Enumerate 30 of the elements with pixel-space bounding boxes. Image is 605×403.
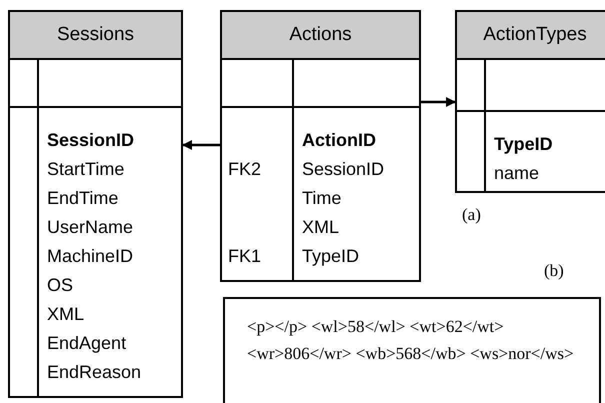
field-name: SessionID	[302, 158, 384, 181]
field-name: UserName	[47, 216, 134, 239]
key-label: FK2	[228, 158, 262, 181]
key-label: FK1	[228, 245, 262, 268]
table-box	[455, 10, 605, 193]
xml-text: <p></p> <wl>58</wl> <wt>62</wt> <wr>806</wr> <wb>568</wb> <ws>nor</ws>	[247, 316, 575, 365]
table-name: Actions	[289, 22, 352, 47]
field-name: XML	[47, 303, 84, 326]
table-box	[8, 10, 183, 398]
field-name: Time	[302, 187, 342, 210]
field-name: EndAgent	[47, 332, 126, 355]
field-name: TypeID	[302, 245, 360, 268]
field-name: TypeID	[494, 133, 553, 156]
field-name: SessionID	[47, 129, 134, 152]
text-box	[223, 297, 601, 403]
field-name: EndTime	[47, 187, 118, 210]
field-name: ActionID	[302, 129, 376, 152]
table-name: Sessions	[56, 22, 134, 47]
field-name: name	[494, 162, 540, 185]
field-name: MachineID	[47, 245, 134, 268]
figure-label: (a)	[462, 204, 481, 226]
arrow	[421, 97, 456, 107]
figure-label: (b)	[544, 260, 564, 282]
field-name: StartTime	[47, 158, 124, 181]
field-name: EndReason	[47, 361, 142, 384]
field-name: XML	[302, 216, 340, 239]
field-name: OS	[47, 274, 74, 297]
arrow	[182, 140, 220, 150]
table-box	[220, 10, 421, 282]
table-name: ActionTypes	[483, 22, 587, 47]
